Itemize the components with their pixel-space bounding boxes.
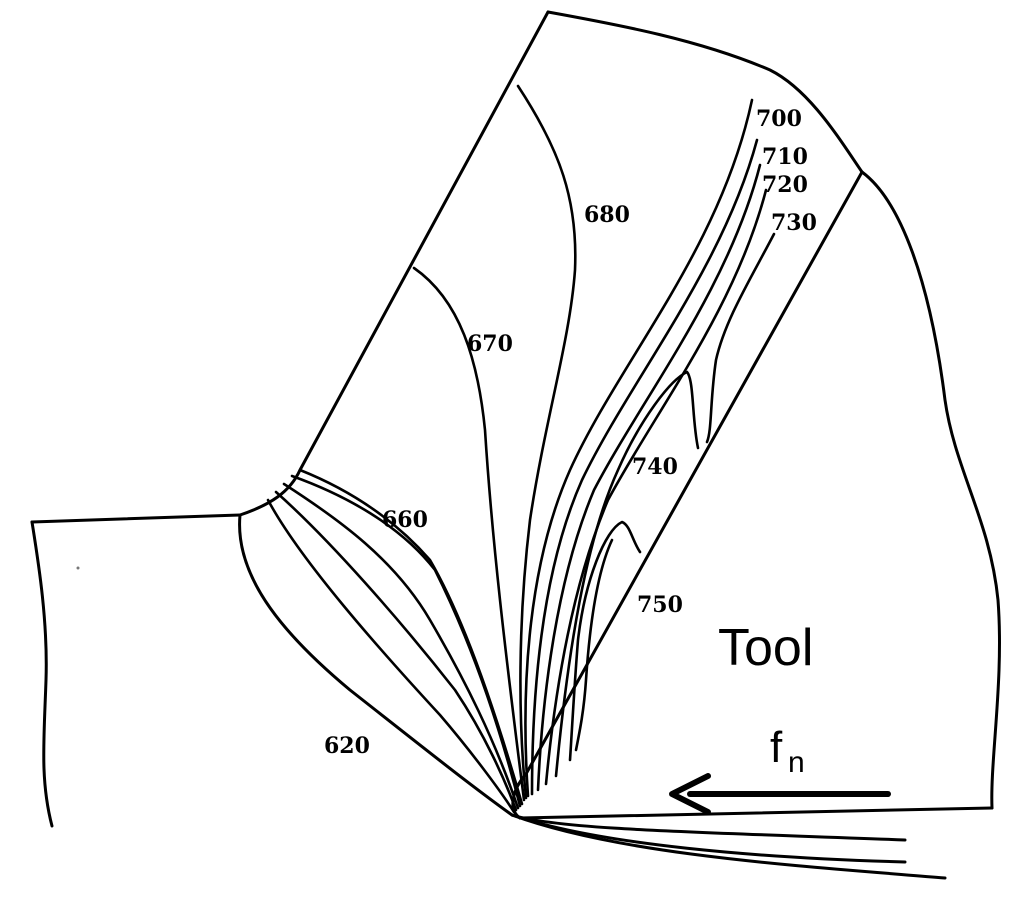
feed-force-subscript: n: [788, 746, 805, 779]
label-660: 660: [382, 507, 428, 533]
isotherm-700: [524, 98, 754, 798]
tool-rake-face: [511, 170, 864, 820]
machined-surface-line-1: [510, 813, 907, 842]
isotherm-720: [544, 188, 768, 786]
label-720: 720: [762, 172, 808, 198]
isotherm-620-a: [266, 498, 516, 814]
isotherm-650: [282, 482, 520, 810]
tool-back-edge: [860, 170, 1001, 810]
isotherm-705: [530, 138, 759, 796]
isotherm-710: [536, 163, 762, 792]
isotherm-670: [412, 266, 526, 802]
speck-dot: [76, 566, 80, 570]
isotherm-660: [298, 468, 524, 806]
isotherm-750-inner: [574, 538, 614, 752]
label-740: 740: [632, 454, 678, 480]
label-620: 620: [324, 733, 370, 759]
label-730: 730: [771, 210, 817, 236]
label-750: 750: [637, 592, 683, 618]
label-700: 700: [756, 106, 802, 132]
tool-label: Tool: [718, 619, 813, 677]
isotherm-620-b: [274, 490, 518, 812]
isotherm-750: [568, 520, 642, 762]
workpiece-left-edge: [30, 520, 54, 828]
feed-force-label: f: [770, 723, 783, 772]
chip-top-edge: [546, 10, 864, 174]
label-680: 680: [584, 202, 630, 228]
feed-force-arrow: [669, 773, 891, 815]
workpiece-top-surface: [30, 513, 242, 524]
machined-surface-line-3: [510, 813, 947, 880]
tool-flank-face: [518, 806, 994, 820]
shear-zone-left-boundary: [238, 513, 514, 817]
isotherm-730: [705, 232, 776, 444]
chip-free-surface: [238, 10, 550, 517]
label-710: 710: [762, 144, 808, 170]
isotherm-680: [516, 84, 577, 800]
isotherm-740: [554, 370, 700, 778]
label-670: 670: [467, 331, 513, 357]
